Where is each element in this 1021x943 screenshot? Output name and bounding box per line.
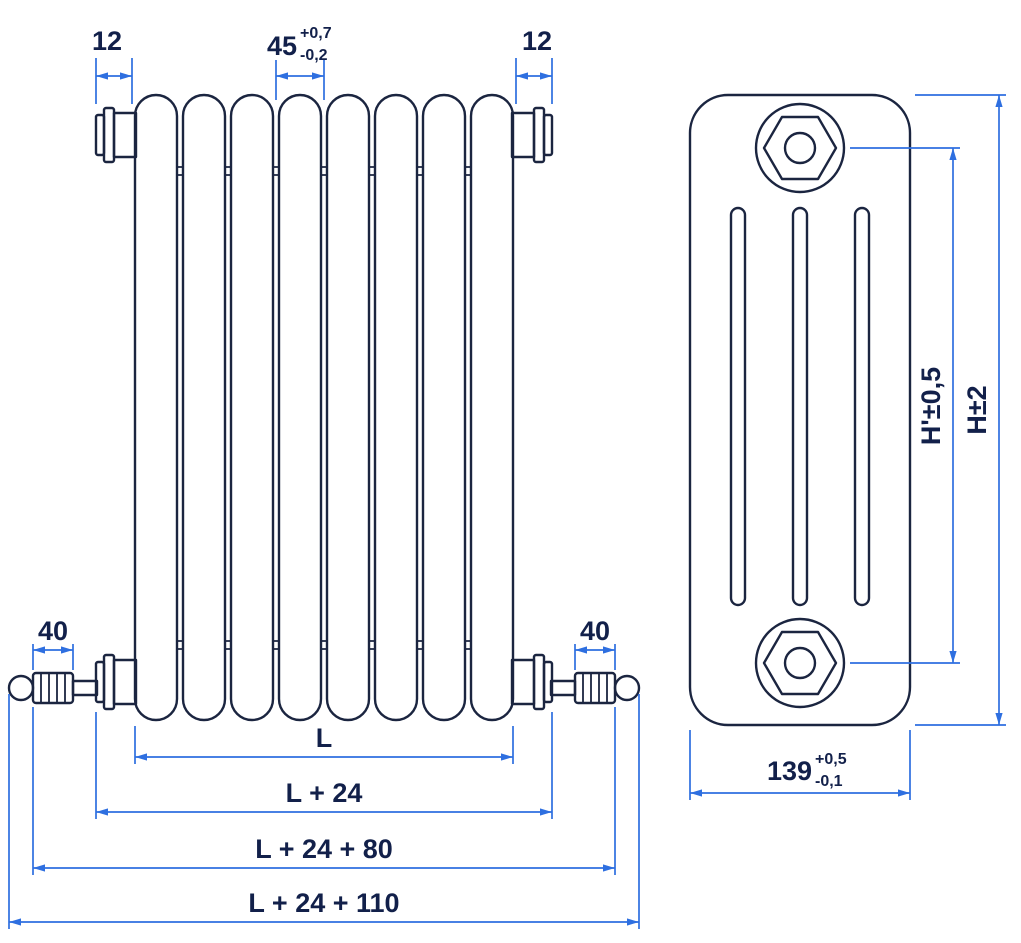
- tube-bridge: [224, 166, 232, 650]
- dim-label-pitch-tol-minus: -0,2: [300, 47, 328, 64]
- dim-length-L24-110: L + 24 + 110: [8, 694, 640, 929]
- valve-union: [31, 671, 75, 705]
- dim-bush-left: 12: [92, 26, 133, 104]
- front-view: [7, 93, 641, 722]
- extension-lines: [32, 644, 74, 670]
- plug-flange: [102, 106, 116, 164]
- dim-label-depth-tol-minus: -0,1: [815, 773, 843, 790]
- column-slot: [729, 206, 747, 607]
- extension-lines: [915, 94, 1006, 726]
- dim-valve-left: 40: [32, 616, 74, 670]
- column-slot: [853, 206, 871, 607]
- valve-union-ridges: [40, 672, 66, 704]
- hex-plug-top: [754, 102, 846, 194]
- extension-lines: [689, 730, 911, 800]
- dim-length-L24-80: L + 24 + 80: [32, 707, 616, 875]
- valve-bottom-right: [549, 671, 641, 705]
- front-view-dimensions: 12 12 45 +0,7 -0,2 40 40 L: [8, 25, 640, 929]
- dim-label-height-between-plugs: H'±0,5: [916, 367, 946, 445]
- dim-label-length-24: L + 24: [286, 778, 363, 808]
- dim-label-valve-right: 40: [580, 616, 610, 646]
- column-slots: [729, 206, 871, 607]
- dim-label-length: L: [316, 723, 333, 753]
- dim-label-depth-tol-plus: +0,5: [815, 751, 847, 768]
- dim-length-L: L: [134, 723, 514, 764]
- dim-label-bush-right: 12: [522, 26, 552, 56]
- dim-label-pitch: 45: [267, 31, 297, 61]
- extension-lines: [95, 58, 133, 104]
- tube-column: [181, 93, 227, 722]
- side-view: [688, 93, 912, 727]
- side-plug-bottom-right: [510, 653, 554, 711]
- dim-depth: 139 +0,5 -0,1: [689, 730, 911, 800]
- extension-lines: [8, 694, 640, 929]
- plug-neck: [112, 111, 138, 159]
- side-plug-bottom-left: [94, 653, 138, 711]
- extension-lines: [275, 60, 325, 100]
- tube-bridge: [368, 166, 376, 650]
- tube-bridge: [272, 166, 280, 650]
- valve-ball: [7, 674, 35, 702]
- dim-height-overall: H±2: [915, 94, 1006, 726]
- extension-lines: [32, 707, 616, 875]
- tube-column: [325, 93, 371, 722]
- dim-label-valve-left: 40: [38, 616, 68, 646]
- dim-pitch: 45 +0,7 -0,2: [267, 25, 332, 100]
- tube-columns: [133, 93, 515, 722]
- dim-label-length-24-110: L + 24 + 110: [248, 888, 399, 918]
- side-plug-top-right: [510, 106, 554, 164]
- dim-label-depth: 139: [767, 756, 812, 786]
- plug-outer-circle: [754, 617, 846, 709]
- valve-stem: [71, 679, 99, 697]
- dim-label-length-24-80: L + 24 + 80: [255, 834, 393, 864]
- tube-bridge: [464, 166, 472, 650]
- tube-column: [229, 93, 275, 722]
- tube-bridge: [320, 166, 328, 650]
- plug-hexagon: [762, 630, 838, 696]
- dim-height-between-plugs: H'±0,5: [850, 147, 960, 664]
- column-slot: [791, 206, 809, 607]
- plug-hexagon: [762, 115, 838, 181]
- tube-column: [277, 93, 323, 722]
- tube-column: [373, 93, 419, 722]
- side-view-dimensions: H'±0,5 H±2 139 +0,5 -0,1: [689, 94, 1006, 800]
- extension-lines: [515, 58, 553, 104]
- plug-inner-circle: [783, 131, 817, 165]
- extension-lines: [95, 712, 553, 819]
- plug-inner-circle: [783, 646, 817, 680]
- dim-valve-right: 40: [574, 616, 616, 670]
- tube-column: [469, 93, 515, 722]
- dim-label-pitch-tol-plus: +0,7: [300, 25, 332, 42]
- tube-bridge: [416, 166, 424, 650]
- side-plug-top-left: [94, 106, 138, 164]
- extension-lines: [850, 147, 960, 664]
- plug-outer-circle: [754, 102, 846, 194]
- hex-plug-bottom: [754, 617, 846, 709]
- dim-length-L24: L + 24: [95, 712, 553, 819]
- dim-label-height-overall: H±2: [962, 385, 992, 434]
- dim-bush-right: 12: [515, 26, 553, 104]
- tube-column: [421, 93, 467, 722]
- tube-bridge: [176, 166, 184, 650]
- valve-bottom-left: [7, 671, 99, 705]
- radiator-body-side: [688, 93, 912, 727]
- dim-label-bush-left: 12: [92, 26, 122, 56]
- tube-bridges: [176, 166, 472, 650]
- extension-lines: [574, 644, 616, 670]
- tube-column: [133, 93, 179, 722]
